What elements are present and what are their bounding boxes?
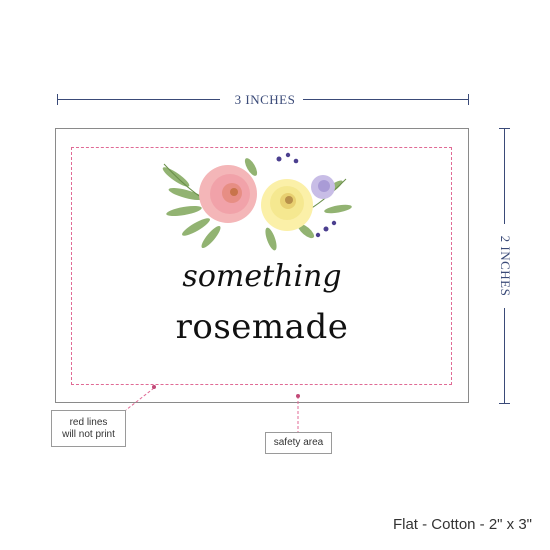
red-lines-callout: red lines will not print (51, 410, 126, 447)
height-dimension-cap-bottom (499, 403, 510, 404)
width-dimension-label: 3 INCHES (234, 92, 296, 107)
height-dimension-line-top (504, 128, 505, 224)
brand-tagline: something (182, 259, 342, 294)
safety-area-outline (71, 147, 452, 385)
width-dimension-line-right (303, 99, 469, 100)
height-dimension: 2 INCHES (497, 128, 513, 404)
product-caption: Flat - Cotton - 2" x 3" (392, 516, 532, 533)
watercolor-floral-icon (162, 152, 352, 251)
card-preview: something rosemade (55, 128, 469, 403)
red-lines-callout-text: red lines will not print (62, 417, 115, 440)
safety-area-callout: safety area (265, 432, 332, 454)
width-dimension-cap-right (468, 94, 469, 105)
brand-name: rosemade (175, 307, 349, 347)
height-dimension-label: 2 INCHES (498, 235, 513, 297)
width-dimension-line-left (57, 99, 220, 100)
width-dimension: 3 INCHES (57, 92, 469, 108)
safety-area-callout-text: safety area (273, 437, 324, 448)
height-dimension-line-bottom (504, 308, 505, 404)
